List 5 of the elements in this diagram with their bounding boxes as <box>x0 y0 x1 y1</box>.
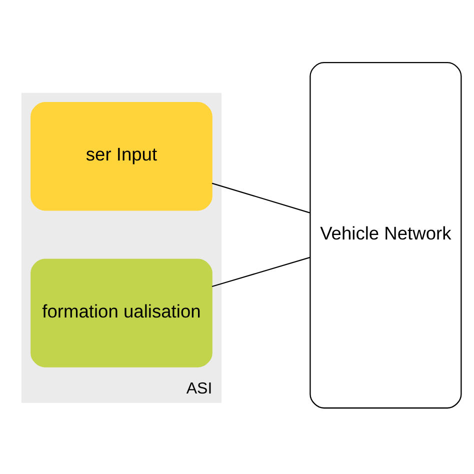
node-box: Vehicle Network <box>310 62 462 409</box>
node-box: ser Input <box>30 102 212 211</box>
connector <box>212 182 310 214</box>
node-box: formation ualisation <box>30 258 212 368</box>
connector <box>212 256 310 288</box>
